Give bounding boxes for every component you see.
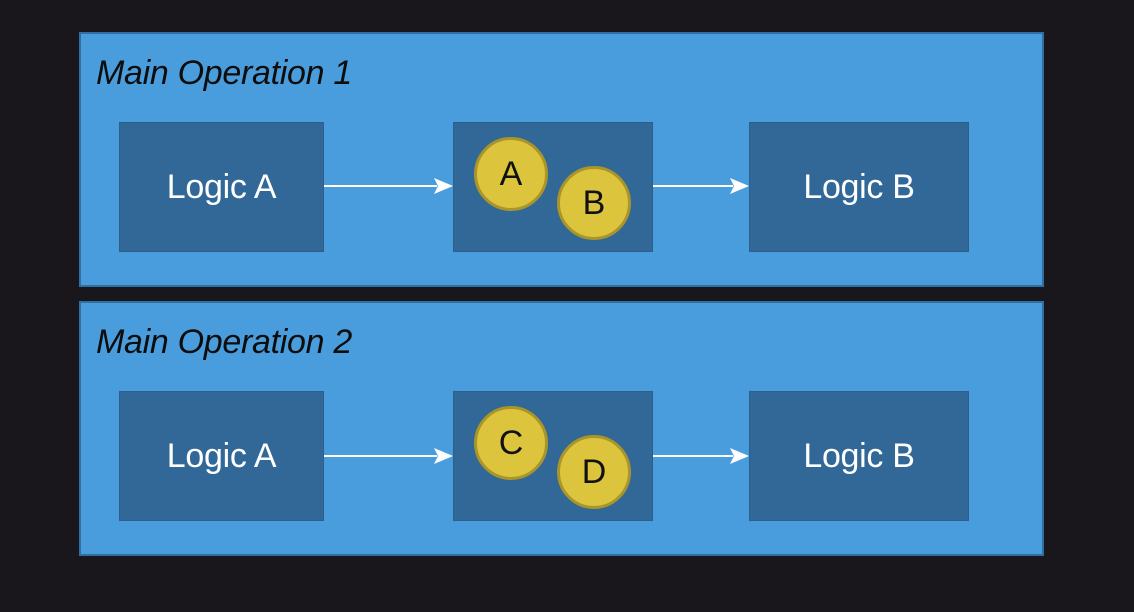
- node-label: Logic B: [803, 436, 915, 475]
- node-label: Logic A: [166, 167, 277, 206]
- operation-group-1: Main Operation 1 Logic A A B Logic B: [79, 32, 1044, 287]
- operation-group-2: Main Operation 2 Logic A C D Logic B: [79, 301, 1044, 556]
- logic-a-node: Logic A: [119, 122, 324, 252]
- arrow-logic-a-to-tokens: [324, 448, 453, 464]
- arrow-tokens-to-logic-b: [653, 178, 749, 194]
- logic-b-node: Logic B: [749, 391, 969, 521]
- arrow-tokens-to-logic-b: [653, 448, 749, 464]
- token-circle: A: [474, 137, 548, 211]
- token-circle: C: [474, 406, 548, 480]
- token-circle: B: [557, 166, 631, 240]
- arrow-logic-a-to-tokens: [324, 178, 453, 194]
- node-label: Logic B: [803, 167, 915, 206]
- node-label: Logic A: [166, 436, 277, 475]
- logic-a-node: Logic A: [119, 391, 324, 521]
- operation-title: Main Operation 2: [96, 323, 353, 361]
- logic-b-node: Logic B: [749, 122, 969, 252]
- operation-title: Main Operation 1: [96, 54, 353, 92]
- token-container-node: A B: [453, 122, 653, 252]
- token-container-node: C D: [453, 391, 653, 521]
- token-circle: D: [557, 435, 631, 509]
